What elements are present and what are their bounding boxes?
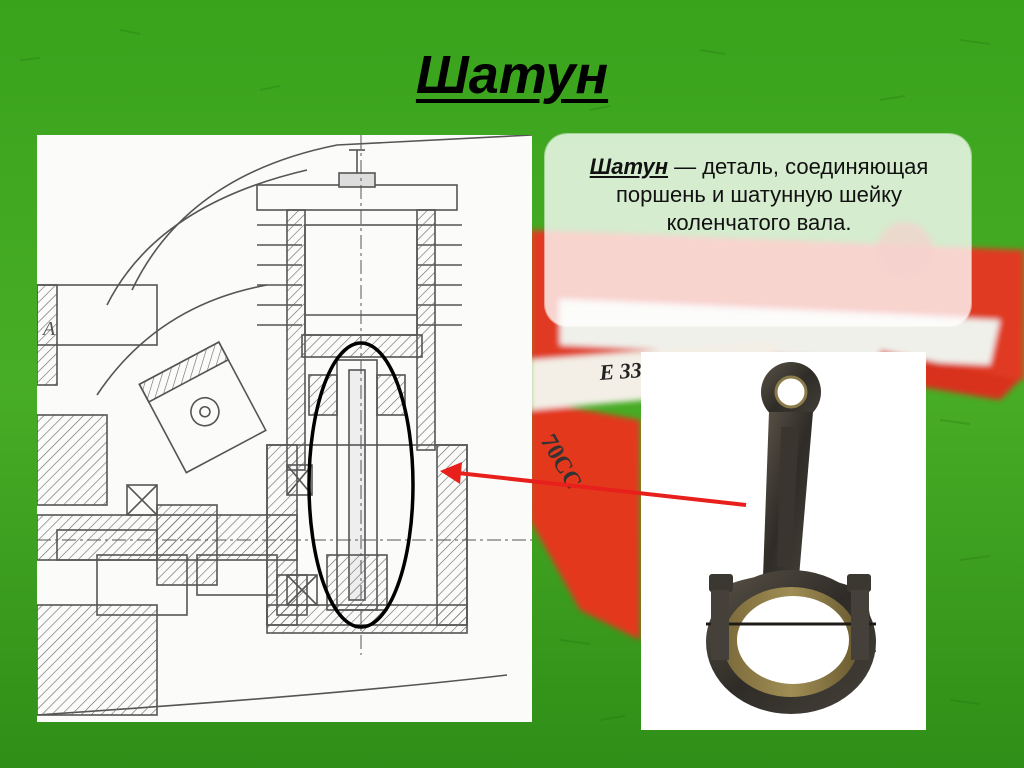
connecting-rod-photo xyxy=(641,352,926,730)
arrow-head xyxy=(440,462,462,484)
grass-texture xyxy=(19,29,991,721)
drawing-label-a: A xyxy=(41,318,56,340)
definition-dash: — xyxy=(667,154,703,179)
engine-drawing-panel: A xyxy=(37,135,532,722)
connecting-rod-highlight xyxy=(307,341,415,629)
carburettor xyxy=(138,340,267,474)
slide-title: Шатун xyxy=(415,45,609,105)
connecting-rod-image xyxy=(706,362,876,714)
engine-drawing: A xyxy=(37,135,532,716)
definition-term: Шатун xyxy=(589,154,668,179)
arrow-line xyxy=(457,471,747,507)
crankcase-outline xyxy=(131,135,532,291)
definition-body: деталь, соединяющая поршень и шатунную ш… xyxy=(615,154,929,235)
definition-box xyxy=(545,134,971,326)
rod-bearing-bore xyxy=(737,596,849,684)
rod-bolt-right xyxy=(847,574,871,660)
definition-text: Шатун — деталь, соединяющая поршень и ша… xyxy=(560,153,958,237)
rod-bolt-left xyxy=(709,574,733,660)
